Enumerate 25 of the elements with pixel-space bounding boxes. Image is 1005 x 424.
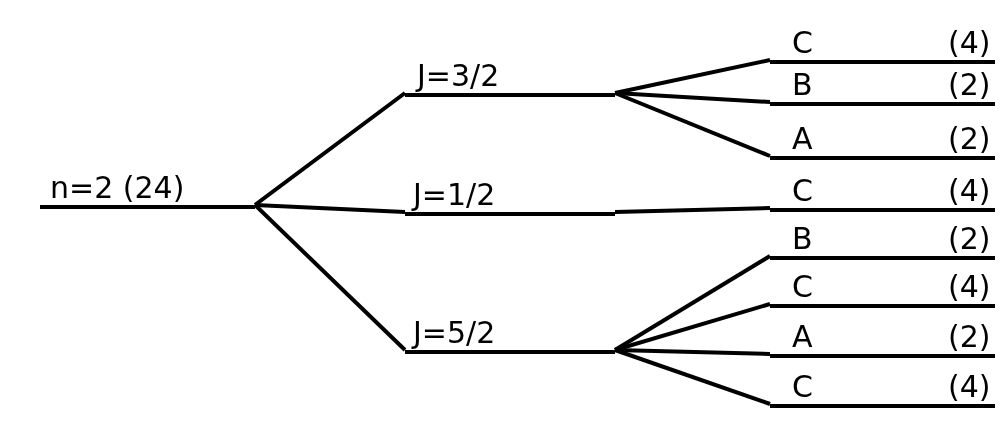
connector-line xyxy=(253,91,407,207)
degeneracy-label: (2) xyxy=(948,69,991,101)
level-label: A xyxy=(792,321,813,353)
level-label: C xyxy=(792,271,813,303)
level-label: C xyxy=(792,27,813,59)
level-label: B xyxy=(792,69,813,101)
level-label: J=1/2 xyxy=(413,179,496,211)
level-label: J=5/2 xyxy=(413,317,496,349)
level-label: A xyxy=(792,123,813,155)
degeneracy-label: (4) xyxy=(948,27,991,59)
connector-line xyxy=(614,91,771,104)
degeneracy-label: (2) xyxy=(948,321,991,353)
connector-line xyxy=(613,254,772,352)
level-label: C xyxy=(792,175,813,207)
level-label: C xyxy=(792,371,813,403)
level-label: J=3/2 xyxy=(417,60,500,92)
degeneracy-label: (4) xyxy=(948,175,991,207)
connector-line xyxy=(614,206,771,214)
level-label: B xyxy=(792,223,813,255)
degeneracy-label: (2) xyxy=(948,223,991,255)
degeneracy-label: (2) xyxy=(948,123,991,155)
degeneracy-label: (4) xyxy=(948,371,991,403)
level-label: n=2 (24) xyxy=(50,172,185,204)
connector-line xyxy=(614,58,771,95)
degeneracy-label: (4) xyxy=(948,271,991,303)
